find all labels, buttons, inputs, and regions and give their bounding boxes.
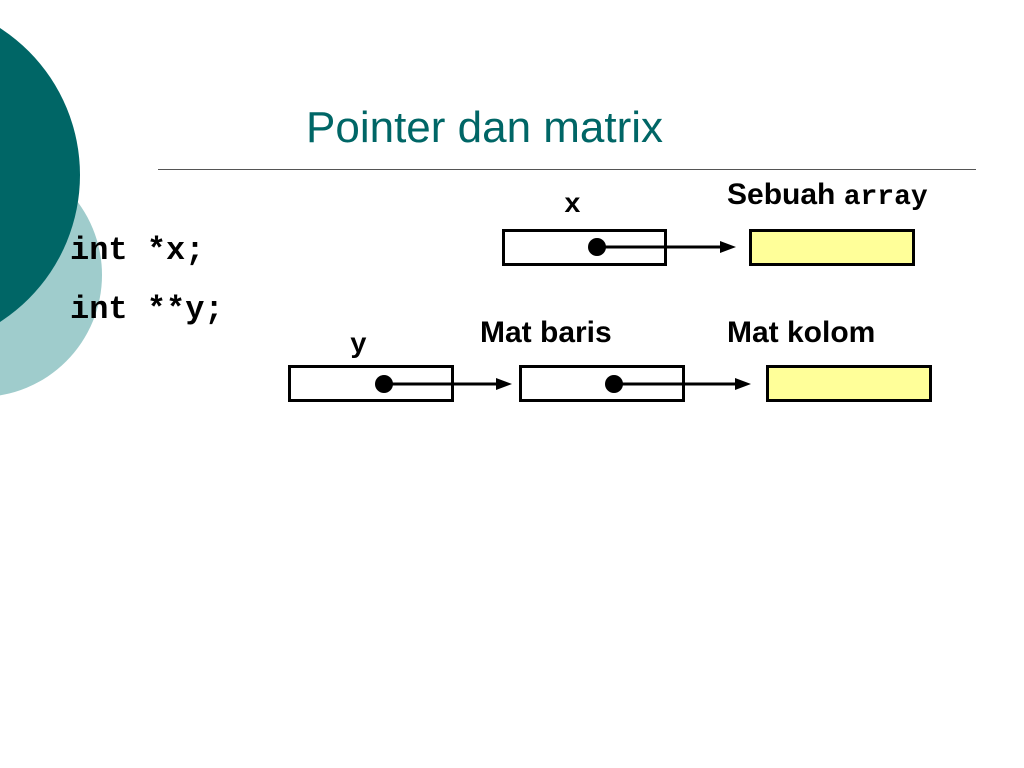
label-x: x	[564, 190, 581, 221]
title-divider	[158, 169, 976, 170]
code-line-int-x: int *x;	[70, 232, 205, 269]
mat-kolom-box	[766, 365, 932, 402]
label-mat-baris: Mat baris	[480, 316, 612, 349]
label-sebuah: Sebuah	[727, 178, 836, 211]
label-sebuah-array: Sebuah array	[727, 180, 928, 212]
label-y: y	[350, 330, 367, 361]
dark-teal-circle	[0, 28, 80, 322]
array-box	[749, 229, 915, 266]
label-array: array	[843, 182, 928, 213]
arrowhead-y	[496, 378, 512, 390]
slide-title: Pointer dan matrix	[306, 103, 664, 152]
arrowhead-x	[720, 241, 736, 253]
code-line-int-y: int **y;	[70, 291, 224, 328]
arrowhead-mat-baris	[735, 378, 751, 390]
label-mat-kolom: Mat kolom	[727, 316, 876, 349]
